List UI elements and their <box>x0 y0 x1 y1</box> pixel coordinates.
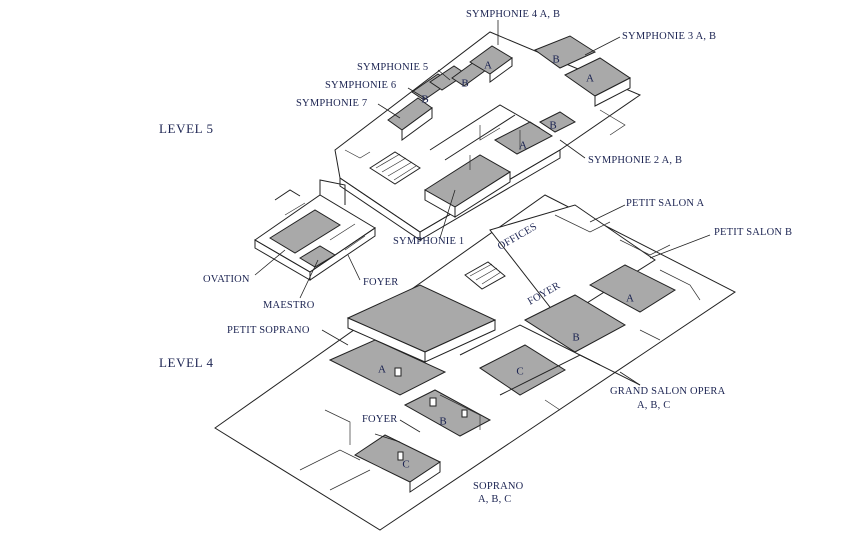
label-petit-salon-b: PETIT SALON B <box>714 227 792 238</box>
label-grand-salon-opera-line2: A, B, C <box>637 400 671 411</box>
room-letter-opera-a: A <box>626 293 634 305</box>
level-4-label: LEVEL 4 <box>159 355 214 370</box>
ovation-maestro-plan <box>254 179 376 281</box>
room-letter-soprano-b: B <box>439 416 446 428</box>
label-symphonie-2ab: SYMPHONIE 2 A, B <box>588 155 682 166</box>
label-soprano-line2: A, B, C <box>478 494 512 505</box>
opera-a-room <box>588 264 677 313</box>
room-letter-soprano-c: C <box>402 459 409 471</box>
label-grand-salon-opera-line1: GRAND SALON OPERA <box>610 386 726 397</box>
symphonie-3b-room <box>533 35 597 69</box>
opera-b-room <box>523 294 627 353</box>
room-letter-opera-b: B <box>572 332 579 344</box>
opera-c-room <box>479 344 566 396</box>
offices-block <box>489 204 656 321</box>
escalator-level-4 <box>464 261 506 290</box>
label-petit-soprano: PETIT SOPRANO <box>227 325 310 336</box>
room-letter-s3b: B <box>552 54 559 66</box>
label-soprano-line1: SOPRANO <box>473 481 524 492</box>
escalator-level-5 <box>369 151 421 185</box>
maestro-room <box>299 245 336 268</box>
room-letter-opera-c: C <box>516 366 523 378</box>
label-symphonie-1: SYMPHONIE 1 <box>393 236 464 247</box>
room-letter-s3a: A <box>586 73 594 85</box>
ovation-room <box>269 209 341 254</box>
leader-lines <box>254 20 711 443</box>
label-maestro: MAESTRO <box>263 300 315 311</box>
level-5-label: LEVEL 5 <box>159 121 214 136</box>
label-petit-salon-a: PETIT SALON A <box>626 198 704 209</box>
label-symphonie-7: SYMPHONIE 7 <box>296 98 367 109</box>
room-letter-s2b: B <box>549 120 556 132</box>
room-letter-s6b: B <box>421 94 428 106</box>
label-ovation: OVATION <box>203 274 250 285</box>
room-letter-soprano-a: A <box>378 364 386 376</box>
label-symphonie-4ab: SYMPHONIE 4 A, B <box>466 9 560 20</box>
symphonie-2b-room <box>539 111 576 133</box>
label-foyer-upper: FOYER <box>363 277 398 288</box>
symphonie-2a-room <box>493 121 554 155</box>
label-symphonie-5: SYMPHONIE 5 <box>357 62 428 73</box>
label-symphonie-6: SYMPHONIE 6 <box>325 80 396 91</box>
label-symphonie-3ab: SYMPHONIE 3 A, B <box>622 31 716 42</box>
soprano-a-room <box>328 339 447 396</box>
label-foyer-lower: FOYER <box>362 414 397 425</box>
soprano-b-room <box>403 389 492 437</box>
room-letter-s4b: B <box>461 78 468 90</box>
level-4-plan <box>214 194 736 531</box>
room-letter-s2a: A <box>519 140 527 152</box>
room-letter-s4a: A <box>484 60 492 72</box>
